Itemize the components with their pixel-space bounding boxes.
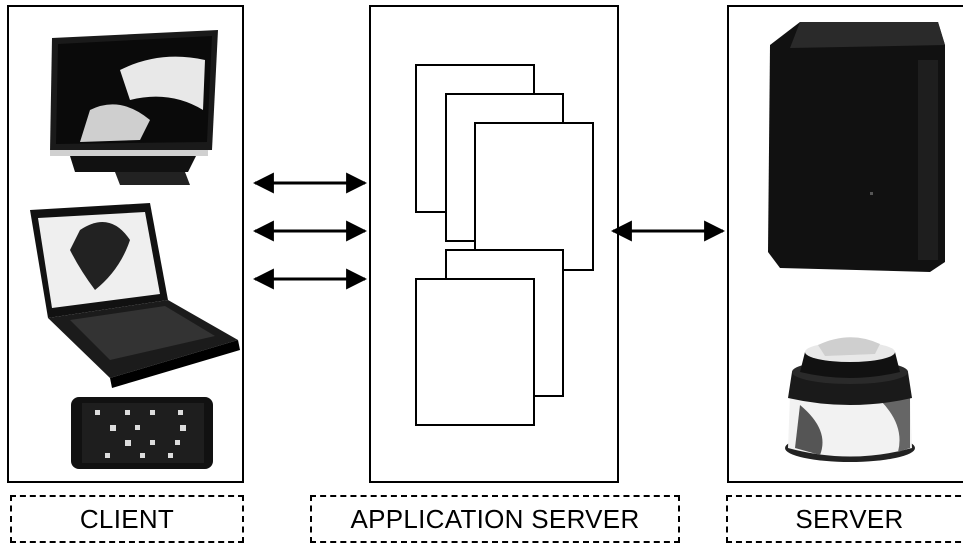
- client-app-arrows: [252, 172, 368, 290]
- desktop-monitor-icon: [50, 30, 218, 185]
- client-label: CLIENT: [10, 495, 244, 543]
- server-tower-icon: [768, 22, 945, 272]
- database-icon: [785, 337, 915, 462]
- application-documents: [415, 64, 594, 426]
- laptop-icon: [30, 203, 240, 388]
- server-label: SERVER: [726, 495, 963, 543]
- smartphone-icon: [71, 397, 213, 469]
- application-server-label: APPLICATION SERVER: [310, 495, 680, 543]
- document-page: [474, 122, 594, 271]
- document-page: [415, 278, 535, 426]
